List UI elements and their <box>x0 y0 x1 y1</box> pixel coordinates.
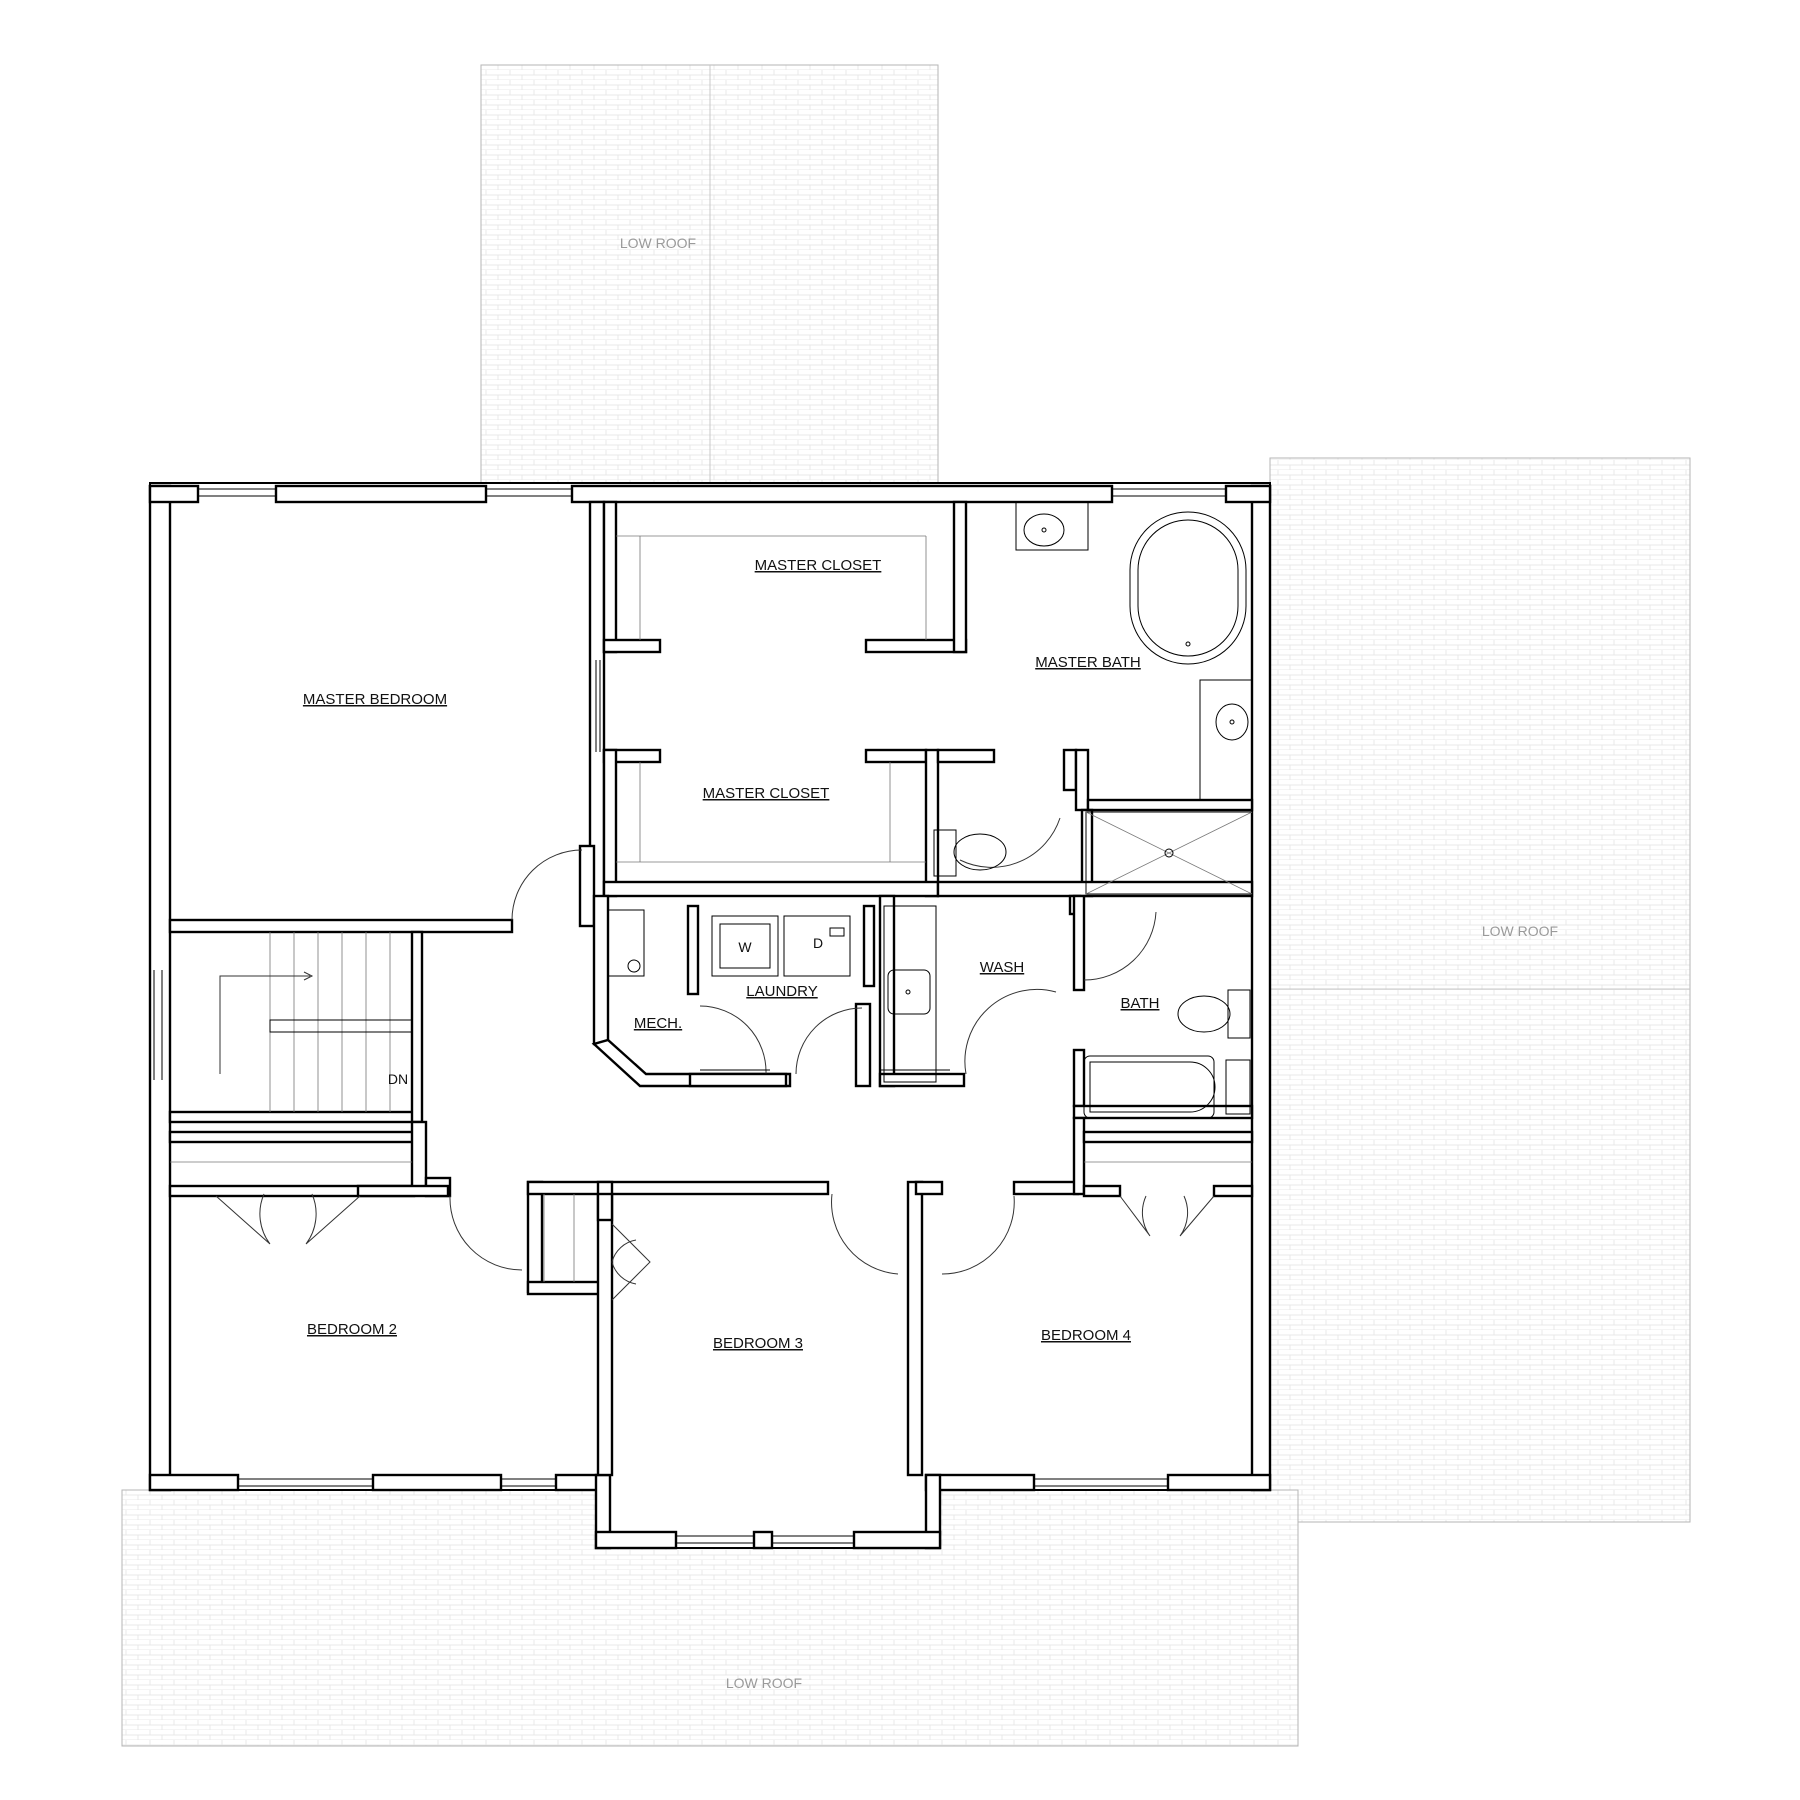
sink-vanity-top <box>1015 501 1089 551</box>
label-bedroom-2: BEDROOM 2 <box>307 1321 397 1338</box>
exterior-walls <box>148 484 1272 1550</box>
washer-dryer <box>711 915 851 977</box>
sink-vanity-side <box>1199 679 1253 801</box>
windows <box>153 488 1226 1544</box>
label-low-roof-top: LOW ROOF <box>620 235 696 251</box>
bathtub-freestanding <box>1129 511 1247 665</box>
label-master-bath: MASTER BATH <box>1035 654 1141 671</box>
low-roof-top <box>480 64 939 487</box>
closet-rods <box>170 535 1252 1282</box>
low-roof-right <box>1269 457 1691 1523</box>
water-heater <box>607 909 645 977</box>
label-bedroom-3: BEDROOM 3 <box>713 1335 803 1352</box>
label-bedroom-4: BEDROOM 4 <box>1041 1327 1131 1344</box>
label-master-bedroom: MASTER BEDROOM <box>303 691 447 708</box>
label-wash: WASH <box>980 959 1024 976</box>
label-low-roof-right: LOW ROOF <box>1482 923 1558 939</box>
label-master-closet-upper: MASTER CLOSET <box>755 557 882 574</box>
toilet-master <box>933 829 1007 877</box>
door-swings <box>215 660 1215 1301</box>
label-washer: W <box>738 939 752 955</box>
label-master-closet-lower: MASTER CLOSET <box>703 785 830 802</box>
label-dryer: D <box>813 935 823 951</box>
label-mech: MECH. <box>634 1015 682 1032</box>
label-laundry: LAUNDRY <box>746 983 817 1000</box>
shower <box>1085 811 1253 895</box>
label-bath: BATH <box>1121 995 1160 1012</box>
wash-sink <box>883 905 937 1083</box>
label-stairs-down: DN <box>388 1071 408 1087</box>
label-low-roof-bottom: LOW ROOF <box>726 1675 802 1691</box>
bathtub-bath <box>1083 1055 1251 1119</box>
staircase <box>219 932 413 1112</box>
toilet-bath <box>1177 989 1251 1039</box>
